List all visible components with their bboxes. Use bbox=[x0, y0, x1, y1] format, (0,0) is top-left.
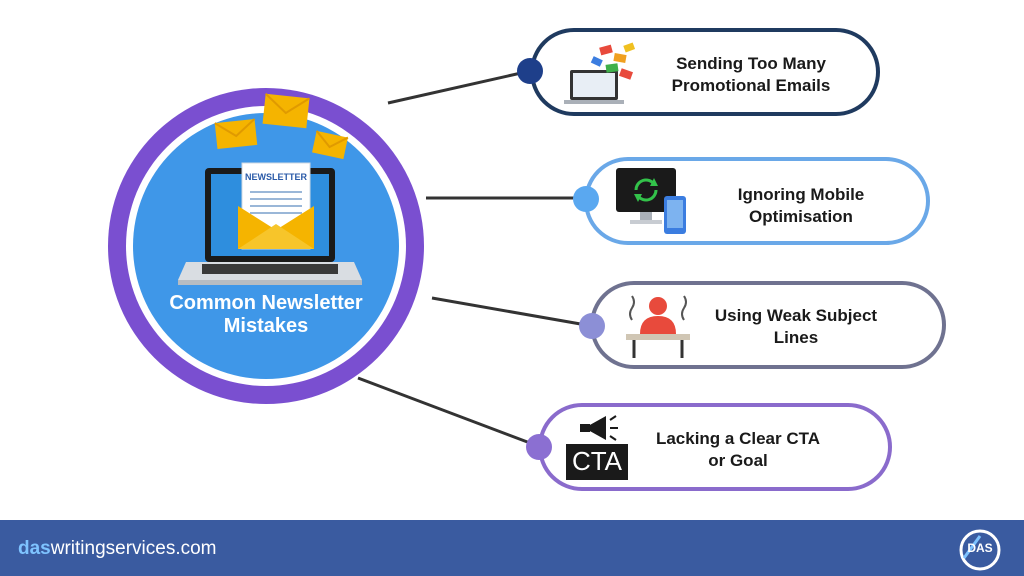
item-1-line2: Promotional Emails bbox=[671, 76, 831, 95]
item-3-line2: Lines bbox=[773, 328, 819, 347]
hub-title: Common Newsletter Mistakes bbox=[140, 292, 392, 338]
cta-icon-text: CTA bbox=[571, 446, 623, 476]
footer-bar bbox=[0, 520, 1024, 576]
item-3-line1: Using Weak Subject bbox=[714, 306, 878, 325]
item-2-dot bbox=[573, 186, 599, 212]
envelope-icon-2 bbox=[262, 93, 310, 129]
footer-brand-link[interactable]: daswritingservices.com bbox=[18, 538, 217, 560]
envelope-icon-3 bbox=[312, 130, 349, 160]
das-logo-icon bbox=[959, 529, 1001, 571]
brand-rest: writingservices.com bbox=[50, 538, 217, 559]
frustrated-person-icon bbox=[626, 295, 690, 358]
item-4-dot bbox=[526, 434, 552, 460]
item-1-label: Sending Too Many Promotional Emails bbox=[640, 53, 862, 97]
item-2-line2: Optimisation bbox=[749, 207, 853, 226]
monitor-phone-sync-icon bbox=[616, 168, 686, 234]
newsletter-label: NEWSLETTER bbox=[245, 172, 307, 182]
item-2-label: Ignoring Mobile Optimisation bbox=[706, 184, 896, 228]
connector-3 bbox=[431, 296, 593, 328]
das-logo-text: DAS bbox=[967, 541, 993, 555]
cta-megaphone-icon bbox=[566, 415, 628, 480]
item-4-label: Lacking a Clear CTA or Goal bbox=[640, 428, 836, 472]
connector-1 bbox=[387, 69, 531, 105]
item-4-line1: Lacking a Clear CTA bbox=[655, 429, 821, 448]
connector-4 bbox=[357, 376, 539, 448]
hub-title-line2: Mistakes bbox=[223, 315, 309, 337]
envelope-icon-1 bbox=[214, 118, 258, 150]
brand-accent: das bbox=[18, 538, 51, 559]
item-2-line1: Ignoring Mobile bbox=[737, 185, 865, 204]
item-3-label: Using Weak Subject Lines bbox=[696, 305, 896, 349]
hub-title-line1: Common Newsletter bbox=[169, 292, 363, 314]
item-1-dot bbox=[517, 58, 543, 84]
item-4-line2: or Goal bbox=[708, 451, 768, 470]
laptop-emails-icon bbox=[564, 42, 636, 104]
item-1-line1: Sending Too Many bbox=[676, 54, 826, 73]
item-3-dot bbox=[579, 313, 605, 339]
